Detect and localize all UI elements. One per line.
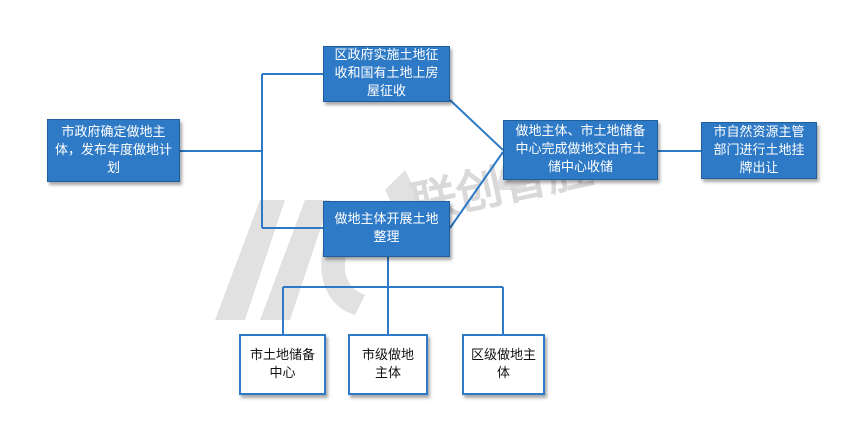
node-city-level-entity-label: 市级做地主体 bbox=[361, 347, 414, 381]
node-city-reserve-center-label: 市土地储备中心 bbox=[249, 347, 315, 381]
node-city-plan: 市政府确定做地主体，发布年度做地计划 bbox=[47, 119, 180, 182]
node-handover-label: 做地主体、市土地储备中心完成做地交由市土储中心收储 bbox=[515, 124, 646, 175]
node-city-reserve-center: 市土地储备中心 bbox=[239, 334, 326, 395]
node-district-expropriation-label: 区政府实施土地征收和国有土地上房屋征收 bbox=[334, 48, 439, 99]
node-city-level-entity: 市级做地主体 bbox=[348, 334, 428, 395]
connector-line bbox=[449, 151, 504, 229]
node-city-plan-label: 市政府确定做地主体，发布年度做地计划 bbox=[54, 124, 172, 176]
node-listing: 市自然资源主管部门进行土地挂牌出让 bbox=[701, 122, 817, 179]
node-handover: 做地主体、市土地储备中心完成做地交由市土储中心收储 bbox=[503, 120, 658, 180]
node-district-level-entity-label: 区级做地主体 bbox=[470, 347, 536, 381]
node-district-expropriation: 区政府实施土地征收和国有土地上房屋征收 bbox=[323, 46, 450, 102]
node-land-consolidation: 做地主体开展土地整理 bbox=[323, 201, 450, 257]
node-land-consolidation-label: 做地主体开展土地整理 bbox=[334, 212, 439, 245]
node-listing-label: 市自然资源主管部门进行土地挂牌出让 bbox=[713, 124, 805, 176]
node-district-level-entity: 区级做地主体 bbox=[462, 334, 545, 395]
connector-line bbox=[449, 99, 504, 151]
